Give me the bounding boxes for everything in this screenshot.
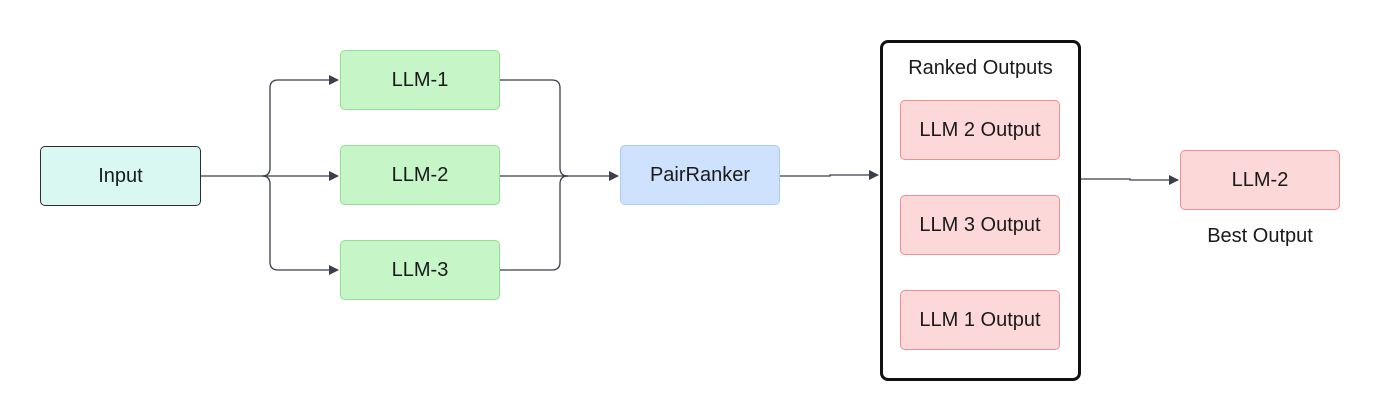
input-node: Input (40, 146, 201, 206)
llm-1-node: LLM-1 (340, 50, 500, 110)
connector-llm1-to-merge (500, 79, 569, 177)
input-node-label: Input (98, 164, 143, 187)
best-output-node: LLM-2 (1180, 150, 1340, 210)
best-output-caption: Best Output (1207, 225, 1313, 247)
llm-2-node: LLM-2 (340, 145, 500, 205)
connector-llm3-to-merge (500, 175, 569, 271)
ranked-output-label: LLM 3 Output (919, 213, 1041, 236)
ranked-output-item: LLM 1 Output (900, 290, 1060, 350)
connector-pairranker-to-ranked (780, 170, 879, 180)
pairranker-node: PairRanker (620, 145, 780, 205)
ranked-output-label: LLM 2 Output (919, 118, 1041, 141)
llm-1-label: LLM-1 (391, 68, 449, 91)
connector-ranked-to-best (1081, 175, 1179, 185)
ranked-output-label: LLM 1 Output (919, 308, 1041, 331)
best-output-label: LLM-2 (1231, 168, 1289, 191)
ranked-output-item: LLM 3 Output (900, 195, 1060, 255)
llm-2-label: LLM-2 (391, 163, 449, 186)
ranked-output-item: LLM 2 Output (900, 100, 1060, 160)
llm-3-node: LLM-3 (340, 240, 500, 300)
llm-3-label: LLM-3 (391, 258, 449, 281)
connector-input-to-llm3 (261, 175, 339, 275)
ranked-outputs-title: Ranked Outputs (908, 57, 1053, 79)
connector-input-to-llm1 (261, 75, 339, 177)
pairranker-label: PairRanker (649, 163, 751, 186)
